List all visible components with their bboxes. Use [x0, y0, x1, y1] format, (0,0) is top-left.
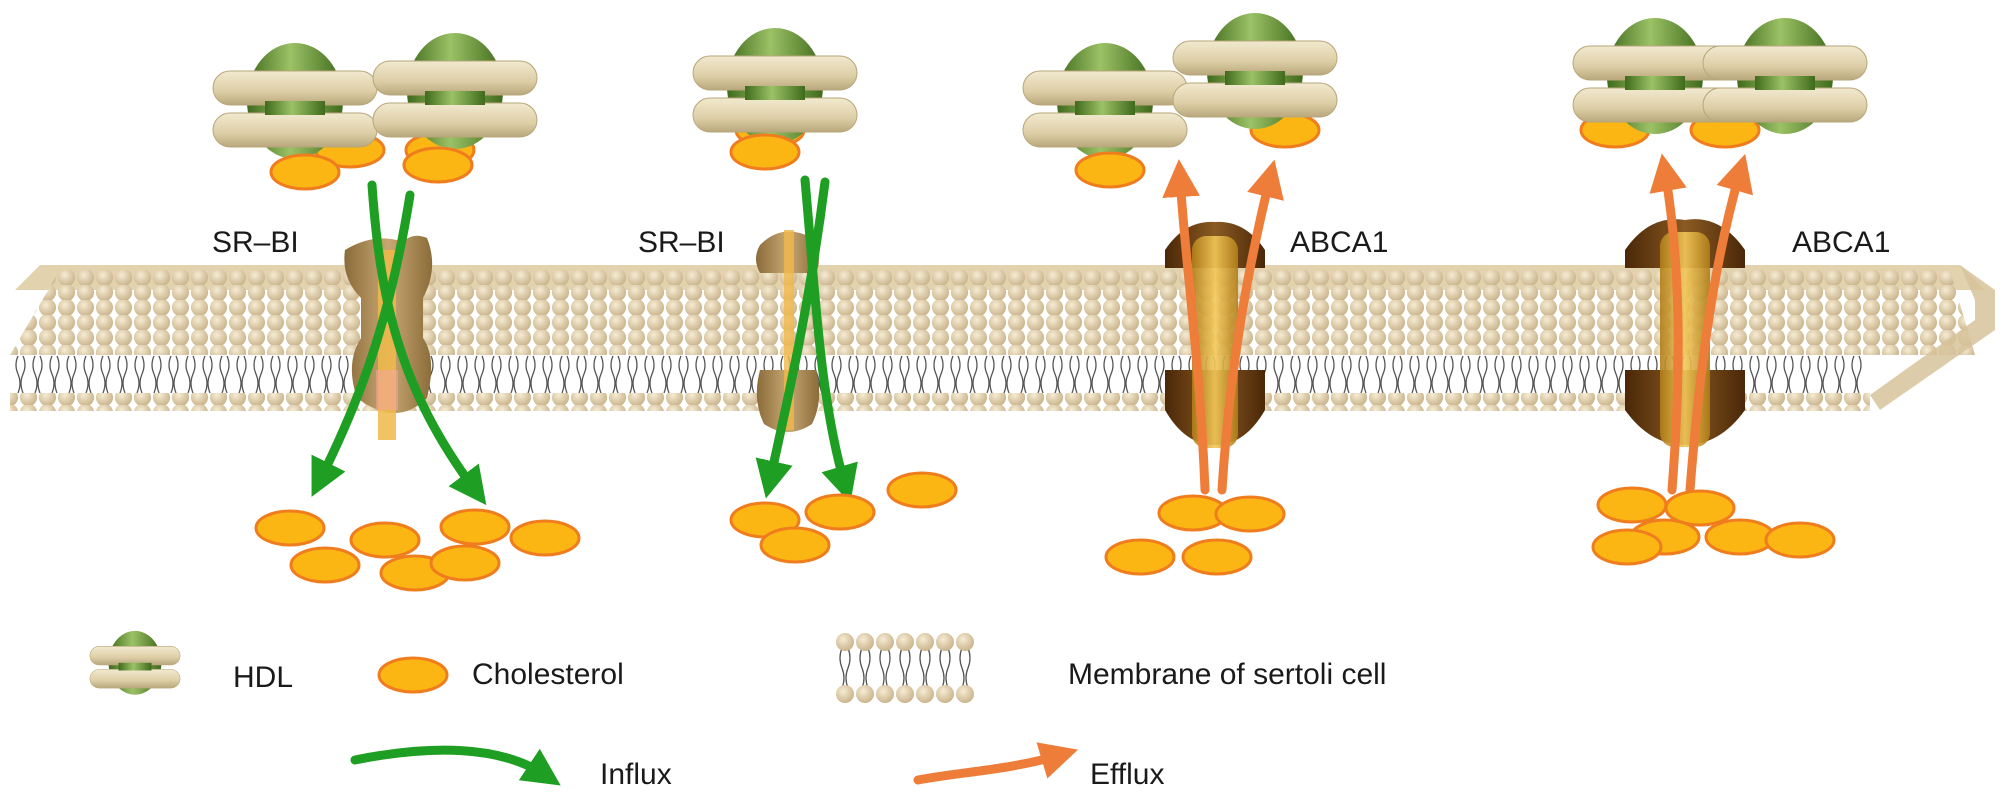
- cholesterol-pool-1: [254, 508, 581, 592]
- hdl-particle-icon: [1022, 42, 1188, 160]
- cholesterol-icon: [402, 146, 474, 184]
- hdl-group-3: [1022, 12, 1338, 189]
- hdl-particle-icon: [372, 32, 538, 150]
- legend-hdl-label: HDL: [233, 661, 294, 694]
- cell-membrane: [10, 265, 1995, 411]
- srbi-label: SR–BI: [212, 226, 299, 259]
- membrane-top-surface: [10, 270, 1975, 355]
- abca1-label: ABCA1: [1792, 226, 1891, 259]
- cholesterol-pool-3: [1104, 494, 1286, 576]
- hdl-particle-icon: [1172, 12, 1338, 130]
- cholesterol-icon: [377, 656, 449, 694]
- srbi-label: SR–BI: [638, 226, 725, 259]
- hdl-group-4: [1572, 17, 1868, 149]
- influx-arrow-icon: [350, 745, 561, 786]
- efflux-arrows: [1162, 153, 1754, 495]
- legend-membrane-label: Membrane of sertoli cell: [1068, 658, 1387, 691]
- abca1-label: ABCA1: [1290, 226, 1389, 259]
- lipid-bilayer-icon: [836, 633, 974, 703]
- hdl-particle-icon: [1702, 17, 1868, 135]
- hdl-group-1: [212, 32, 538, 191]
- legend: [89, 630, 1079, 786]
- cholesterol-icon: [269, 153, 341, 191]
- membrane-bottom-heads: [10, 393, 1870, 411]
- cholesterol-icon: [1074, 151, 1146, 189]
- cholesterol-icon: [729, 133, 801, 171]
- legend-cholesterol-label: Cholesterol: [472, 658, 624, 691]
- influx-arrows: [311, 175, 858, 506]
- efflux-arrow-icon: [913, 742, 1079, 785]
- cholesterol-pool-4: [1591, 486, 1836, 566]
- legend-influx-label: Influx: [600, 758, 672, 791]
- hdl-particle-icon: [89, 630, 181, 695]
- legend-efflux-label: Efflux: [1090, 758, 1165, 791]
- hdl-group-2: [692, 27, 858, 171]
- membrane-tails: [15, 355, 1862, 394]
- hdl-particle-icon: [692, 27, 858, 145]
- hdl-particle-icon: [212, 42, 378, 160]
